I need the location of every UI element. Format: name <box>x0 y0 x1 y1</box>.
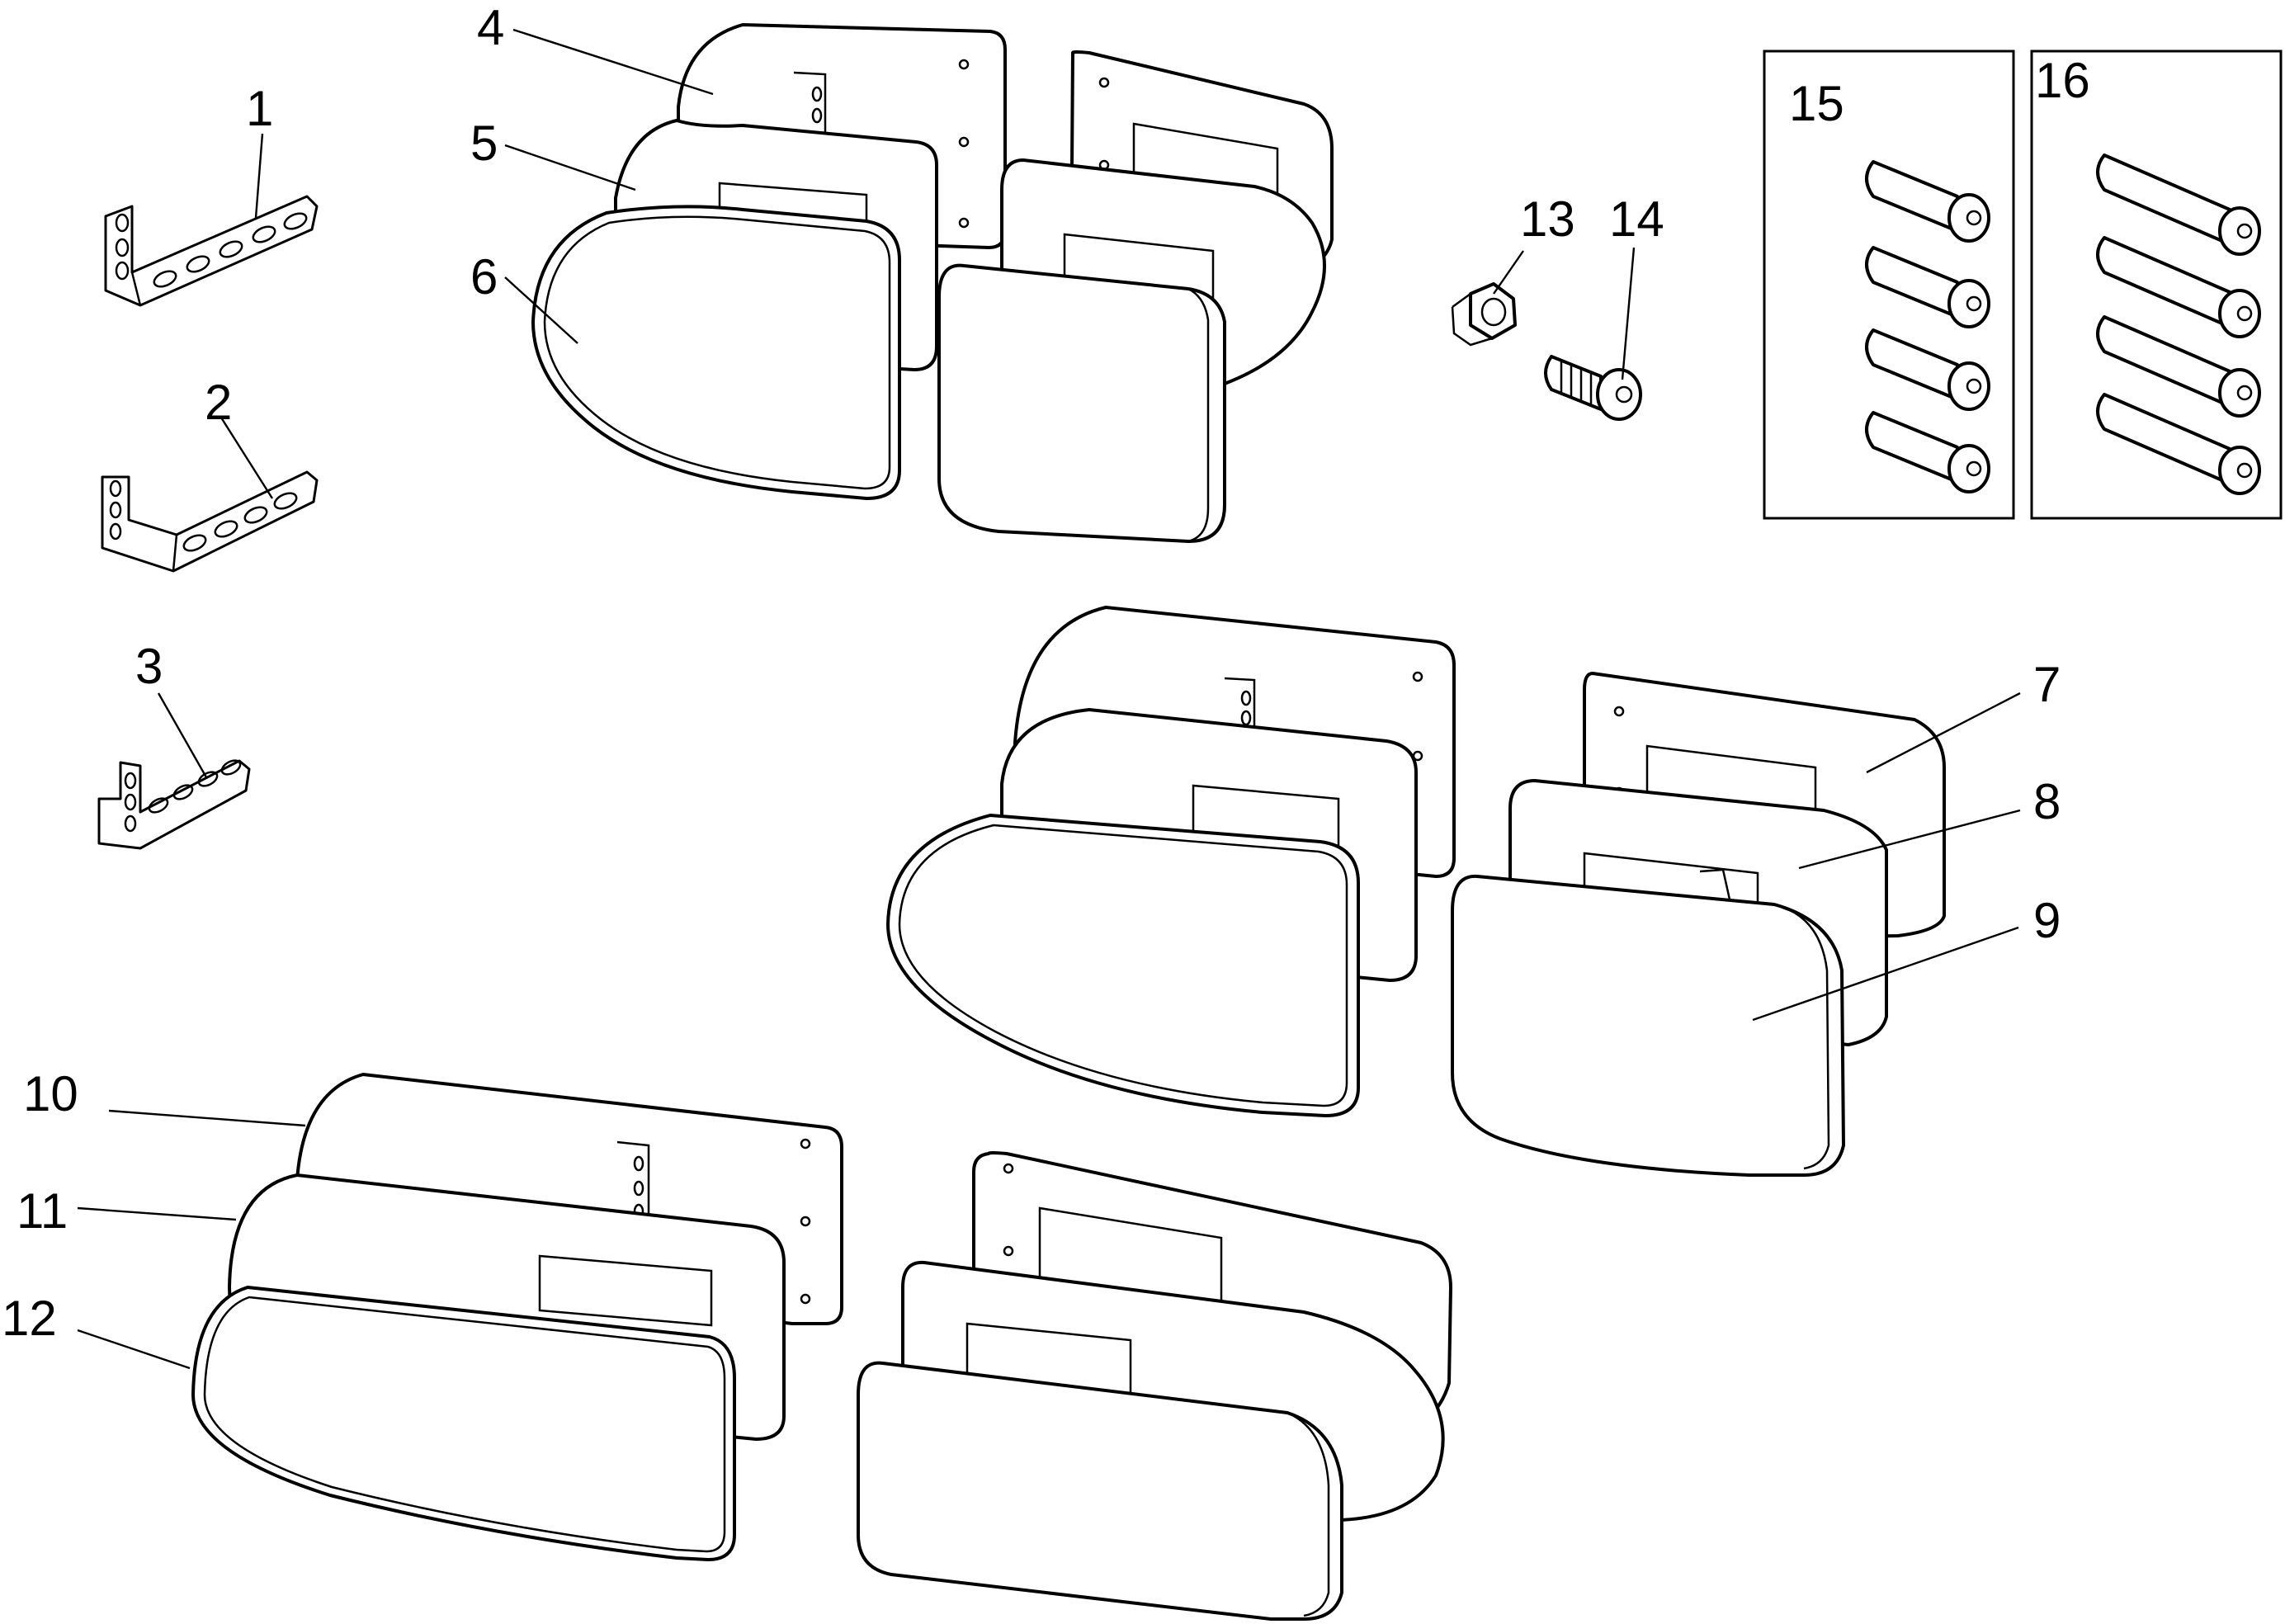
callout-13: 13 <box>1520 191 1575 247</box>
bolt-set-box-15 <box>1763 50 2015 520</box>
bolt-set-box-16 <box>2030 50 2283 520</box>
front-cushion-part-12 <box>191 1286 736 1561</box>
front-cushion-part-6 <box>531 205 901 500</box>
bracket-long-part-1 <box>104 195 319 307</box>
callout-12: 12 <box>2 1291 57 1346</box>
hex-nut-part-13 <box>1451 282 1517 347</box>
large-pad-group <box>191 1073 1452 1621</box>
callout-15: 15 <box>1789 76 1844 131</box>
callout-16: 16 <box>2035 53 2090 108</box>
small-pad-group <box>531 23 1334 543</box>
callout-3: 3 <box>135 639 163 694</box>
bracket-short-part-3 <box>97 759 251 850</box>
bracket-medium-part-2 <box>101 470 319 573</box>
callout-9: 9 <box>2033 893 2061 948</box>
callout-labels: 1 2 3 4 5 6 7 8 9 10 11 12 13 14 15 16 <box>2 0 2090 1346</box>
callout-11: 11 <box>17 1183 68 1239</box>
callout-14: 14 <box>1609 191 1664 247</box>
medium-pad-group <box>886 606 1946 1177</box>
callout-6: 6 <box>470 249 498 304</box>
bolt-set-15 <box>1865 160 1990 493</box>
bolt-set-16 <box>2096 153 2261 495</box>
callout-2: 2 <box>205 375 232 430</box>
callout-10: 10 <box>23 1066 78 1121</box>
leader-lines <box>77 28 2021 1370</box>
button-head-bolt-part-14 <box>1544 355 1642 421</box>
callout-1: 1 <box>246 81 273 136</box>
callout-5: 5 <box>470 116 498 171</box>
callout-7: 7 <box>2033 657 2061 712</box>
callout-4: 4 <box>477 0 504 55</box>
front-cushion-part-9 <box>1451 874 1845 1177</box>
callout-8: 8 <box>2033 774 2061 829</box>
